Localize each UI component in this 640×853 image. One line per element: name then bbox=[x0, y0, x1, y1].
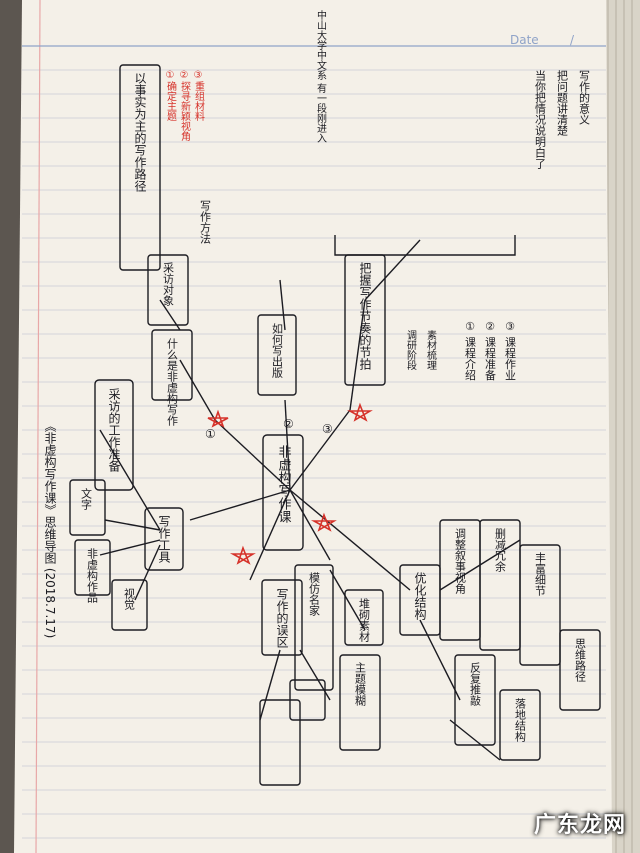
left-branch-main: 写作工具 bbox=[157, 515, 171, 563]
left-item-3: 视觉 bbox=[123, 587, 136, 611]
right-lower-box: 优化结构 bbox=[413, 572, 427, 621]
bottom-right-note: 思维路径 bbox=[574, 638, 587, 682]
left-item-1: 文字 bbox=[80, 487, 93, 510]
top-far-sub1: 采访对象 bbox=[162, 262, 175, 306]
num-2: ② bbox=[283, 417, 294, 431]
top-far-title: 以事实为主的写作路径 bbox=[133, 72, 147, 192]
right-upper-label-1: 调研阶段 bbox=[405, 330, 417, 371]
right-upper-box: 把握写作节奏的节拍 bbox=[358, 262, 372, 371]
right-note-1: ① 课程介绍 bbox=[464, 320, 477, 381]
far-right-1: 当你把情况说明白了 bbox=[534, 69, 547, 169]
top-far-sub2: 写作方法 bbox=[199, 200, 212, 244]
right-note-2: ② 课程准备 bbox=[484, 320, 497, 381]
num-1: ① bbox=[205, 427, 216, 441]
top-q1: 什么是非虚构写作 bbox=[166, 338, 179, 426]
left-title: 《非虚构写作课》思维导图 (2018.7.17) bbox=[43, 420, 57, 638]
left-branch-top: 采访的工作准备 bbox=[107, 388, 121, 473]
far-right-2: 把问题讲清楚 bbox=[556, 69, 569, 136]
right-upper-label-2: 素材梳理 bbox=[425, 329, 437, 370]
bottom-right-box: 落地结构 bbox=[514, 698, 527, 743]
header-date-label: Date bbox=[510, 33, 539, 47]
top-q2: 如何写出版 bbox=[271, 322, 284, 379]
watermark: 广东龙网 bbox=[533, 813, 626, 838]
top-right-note: 中山大学中文系 有一段刚进入 bbox=[315, 9, 327, 143]
red-star-icon bbox=[346, 402, 373, 422]
red-star-icon bbox=[229, 545, 256, 565]
bottom-left-item-1: 模仿名家 bbox=[308, 572, 321, 616]
bottom-left-item-3: 主题模糊 bbox=[354, 662, 367, 707]
red-note-1: ①确定主题 bbox=[165, 70, 177, 121]
center-box bbox=[262, 434, 304, 551]
bottom-left-box: 写作的误区 bbox=[275, 588, 289, 648]
bottom-left-item-2: 堆砌素材 bbox=[358, 598, 371, 642]
red-note-3: ③重组材料 bbox=[193, 70, 205, 122]
left-item-2: 非虚构作品 bbox=[86, 548, 99, 603]
red-star-icon bbox=[207, 409, 229, 428]
red-star-icon bbox=[310, 512, 337, 532]
right-note-3: ③ 课程作业 bbox=[504, 320, 517, 381]
red-note-2: ②探寻新颖视角 bbox=[179, 70, 191, 142]
right-lower-item-4: 反复推敲 bbox=[469, 662, 482, 707]
num-3: ③ bbox=[322, 422, 333, 436]
right-lower-item-2: 删减冗余 bbox=[494, 528, 507, 573]
right-lower-item-1: 调整叙事视角 bbox=[454, 528, 467, 595]
far-right-3: 写作的意义 bbox=[578, 70, 591, 125]
header-date-slash: / bbox=[570, 33, 575, 47]
center-label: 非虚构写作课 bbox=[276, 445, 292, 523]
right-lower-item-3: 丰富细节 bbox=[534, 552, 547, 596]
